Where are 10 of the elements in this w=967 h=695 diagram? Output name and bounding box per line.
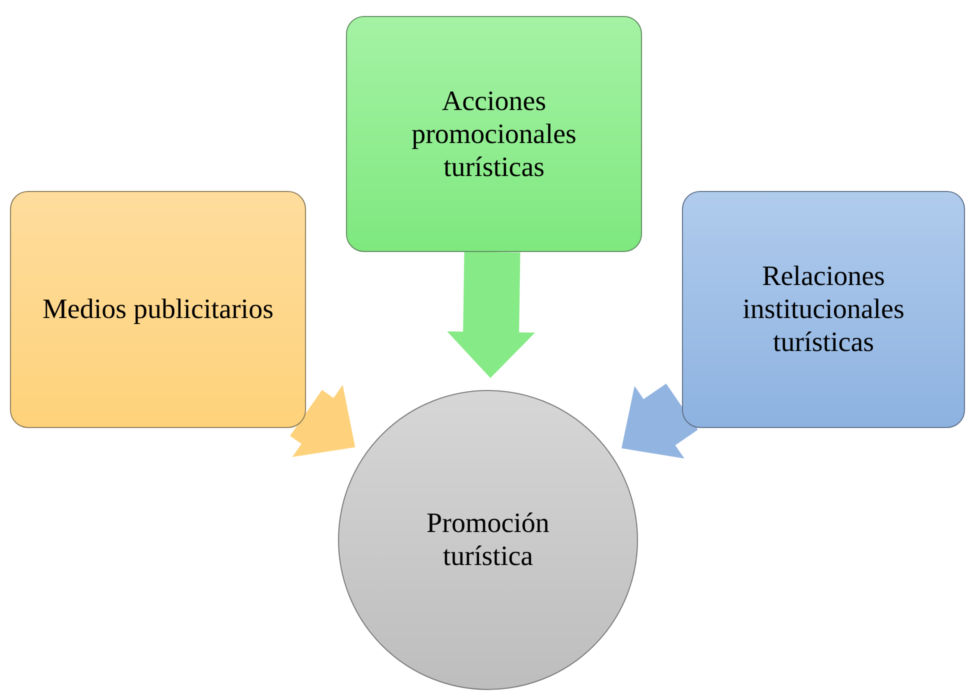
process-box: [346, 16, 642, 252]
block-arrow: [290, 384, 356, 457]
block-arrow: [622, 384, 698, 458]
node-label: Promoción turística: [426, 507, 550, 573]
node-label: Relaciones institucionales turísticas: [742, 260, 906, 359]
process-box: [682, 191, 965, 428]
process-box: [10, 191, 306, 428]
node-label: Medios publicitarios: [42, 293, 274, 326]
block-arrow: [447, 252, 536, 378]
node-label: Acciones promocionales turísticas: [410, 84, 578, 184]
